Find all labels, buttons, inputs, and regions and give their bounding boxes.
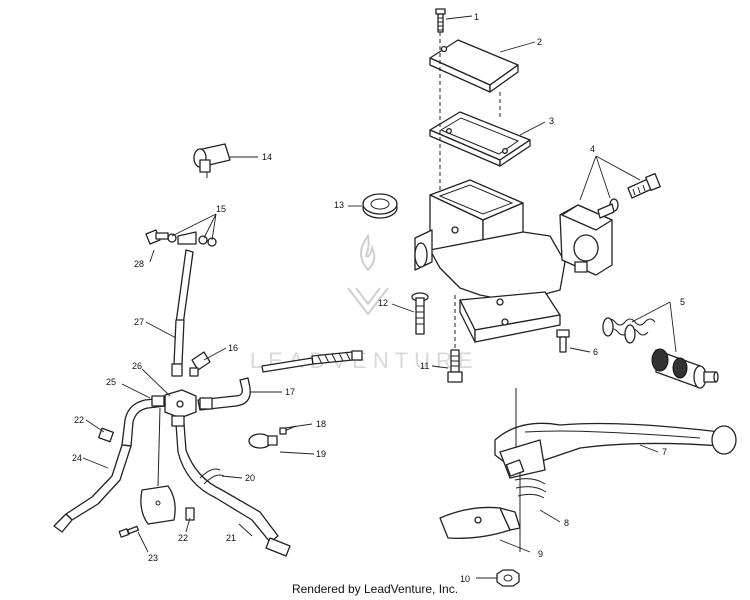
callout-2: 2 <box>537 37 542 47</box>
part-6-pivot-bolt <box>556 329 570 353</box>
callout-labels: 1 2 3 4 5 6 7 8 9 10 11 12 13 14 15 16 1… <box>72 12 685 584</box>
callout-7: 7 <box>662 447 667 457</box>
callout-1: 1 <box>474 12 479 22</box>
leader-lines <box>82 15 677 579</box>
callout-20: 20 <box>245 473 255 483</box>
part-28-bolt <box>145 229 169 245</box>
braided-line <box>261 350 363 373</box>
part-2-reservoir-cover <box>429 39 519 93</box>
part-21-hose <box>171 415 291 557</box>
v-logo-icon <box>347 287 389 316</box>
part-4-clamp <box>559 172 661 276</box>
callout-12: 12 <box>378 298 388 308</box>
callout-15: 15 <box>216 204 226 214</box>
callout-10: 10 <box>460 574 470 584</box>
part-8-spring <box>514 478 547 499</box>
part-27-hose <box>171 319 185 377</box>
part-14-tee-fitting <box>193 143 231 178</box>
render-credit: Rendered by LeadVenture, Inc. <box>291 582 459 596</box>
part-24-hose <box>53 427 132 533</box>
part-18-19-hose-clamp <box>248 425 297 449</box>
callout-17: 17 <box>285 387 295 397</box>
callout-8: 8 <box>564 518 569 528</box>
callout-18: 18 <box>316 419 326 429</box>
part-11-bolt <box>447 349 463 383</box>
part-12-screw <box>411 292 429 335</box>
alignment-lines <box>439 32 501 350</box>
callout-14: 14 <box>262 152 272 162</box>
callout-25: 25 <box>106 377 116 387</box>
callout-13: 13 <box>334 200 344 210</box>
part-23-mount <box>118 407 176 538</box>
part-9-pivot-block <box>439 459 525 539</box>
callout-27: 27 <box>134 317 144 327</box>
callout-19: 19 <box>316 449 326 459</box>
part-13-cap <box>362 193 398 219</box>
callout-11: 11 <box>420 361 429 371</box>
callout-3: 3 <box>549 116 554 126</box>
master-cylinder-body <box>414 179 566 343</box>
callout-28: 28 <box>134 259 144 269</box>
callout-23: 23 <box>148 553 158 563</box>
part-15-banjo-fittings <box>167 231 217 247</box>
callout-24: 24 <box>72 453 82 463</box>
callout-21: 21 <box>226 533 236 543</box>
part-1-screw <box>435 8 446 33</box>
callout-26: 26 <box>132 361 142 371</box>
callout-22-upper: 22 <box>74 415 84 425</box>
part-26-distribution-block <box>164 389 197 419</box>
part-7-brake-lever <box>494 388 737 552</box>
callout-22-lower: 22 <box>178 533 188 543</box>
part-20-clip <box>199 468 225 485</box>
part-16-fitting <box>189 351 211 377</box>
part-17-brake-line <box>197 377 251 411</box>
part-22-fitting-lower <box>185 507 195 521</box>
part-10-nut <box>496 569 520 587</box>
part-3-diaphragm <box>429 111 531 167</box>
callout-16: 16 <box>228 343 238 353</box>
callout-4: 4 <box>590 144 595 154</box>
part-5-piston-assembly <box>602 317 719 389</box>
callout-5: 5 <box>680 297 685 307</box>
flame-logo-icon <box>360 233 376 272</box>
callout-9: 9 <box>538 549 543 559</box>
callout-6: 6 <box>593 347 598 357</box>
part-25-hose <box>121 395 166 447</box>
